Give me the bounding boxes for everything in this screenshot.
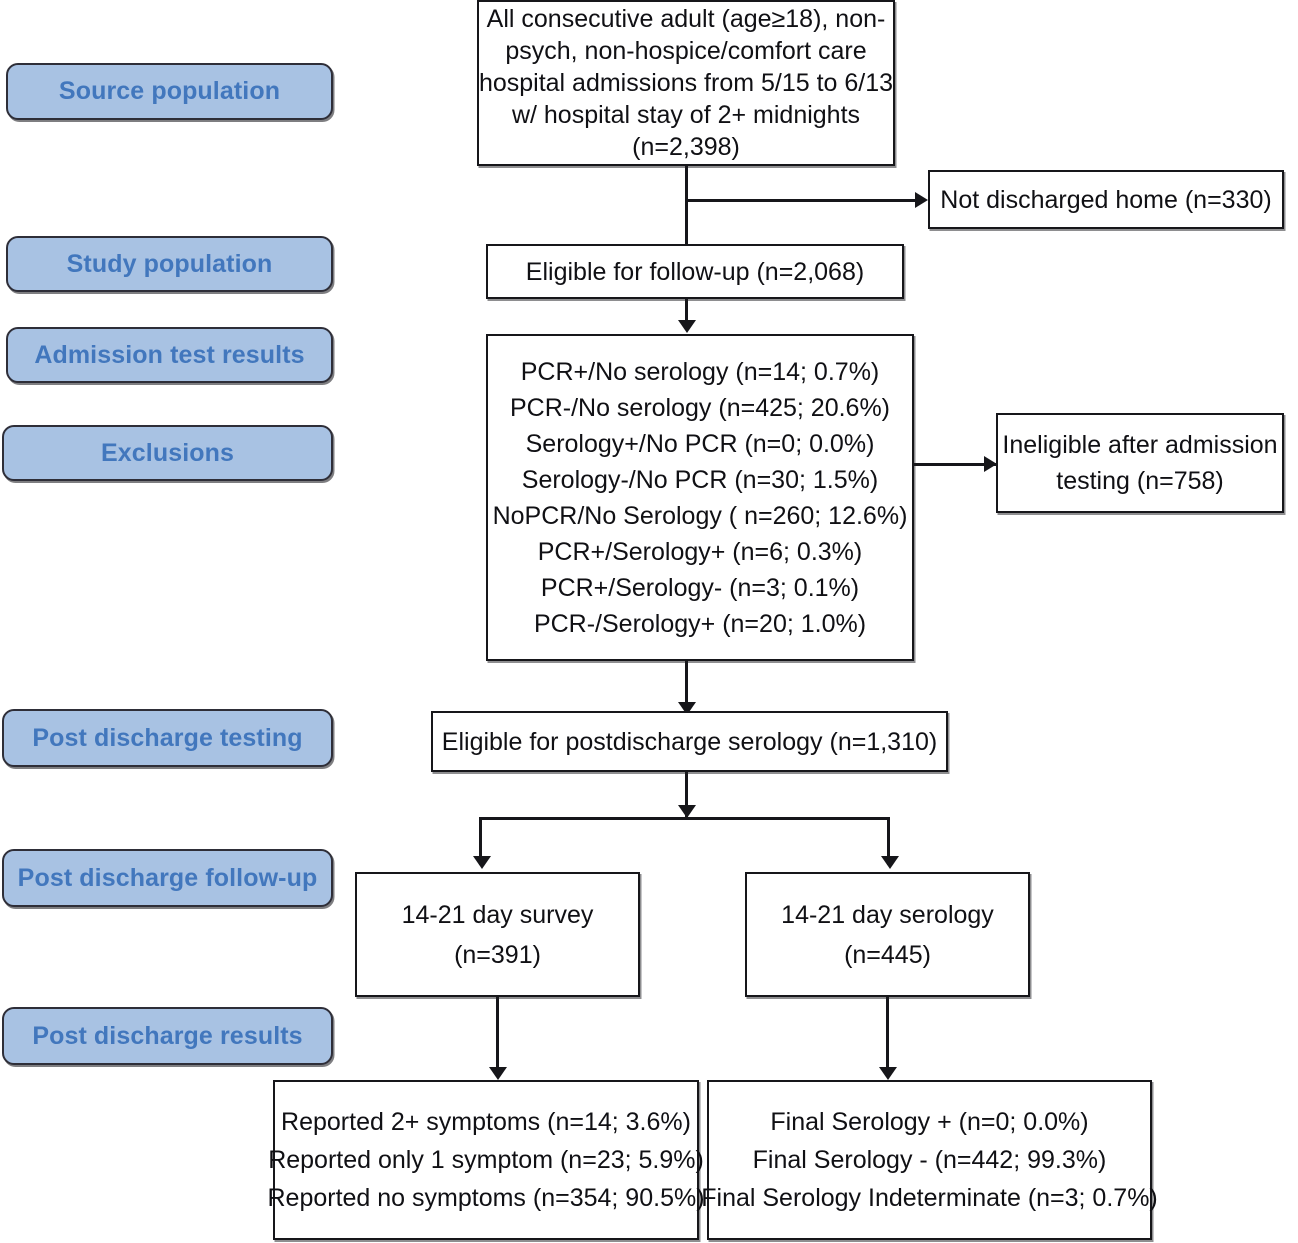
- arrowhead-to-final-serology-results: [879, 1067, 897, 1080]
- stage-label-exclusions: Exclusions: [2, 425, 333, 481]
- arrowhead-to-day-serology: [881, 856, 899, 869]
- node-line: Final Serology Indeterminate (n=3; 0.7%): [701, 1184, 1158, 1212]
- stage-label-text: Exclusions: [101, 438, 234, 467]
- node-line: NoPCR/No Serology ( n=260; 12.6%): [492, 501, 908, 530]
- node-line: Reported no symptoms (n=354; 90.5%): [267, 1184, 705, 1212]
- node-line: 14-21 day serology: [781, 900, 994, 929]
- node-line: Not discharged home (n=330): [940, 185, 1272, 214]
- connector-admission-to-postdischarge: [685, 660, 688, 705]
- stage-label-text: Post discharge follow-up: [17, 863, 318, 892]
- connector-source-to-not-discharged: [685, 199, 917, 202]
- node-not-discharged-home: Not discharged home (n=330): [928, 170, 1284, 229]
- node-line: (n=2,398): [632, 133, 740, 161]
- node-eligible-for-followup: Eligible for follow-up (n=2,068): [486, 244, 904, 299]
- node-line: Serology-/No PCR (n=30; 1.5%): [521, 465, 879, 494]
- node-admission-test-results: PCR+/No serology (n=14; 0.7%) PCR-/No se…: [486, 334, 914, 661]
- node-14-21-day-survey: 14-21 day survey (n=391): [355, 872, 640, 997]
- stage-label-text: Study population: [66, 249, 273, 278]
- connector-admission-to-ineligible: [913, 463, 998, 466]
- node-line: Reported 2+ symptoms (n=14; 3.6%): [281, 1108, 691, 1136]
- node-line: PCR+/Serology- (n=3; 0.1%): [540, 573, 860, 602]
- connector-split-left-leg: [479, 817, 482, 865]
- node-line: w/ hospital stay of 2+ midnights: [511, 101, 861, 129]
- node-line: Reported only 1 symptom (n=23; 5.9%): [268, 1146, 704, 1174]
- node-line: (n=445): [844, 940, 931, 969]
- node-line: Serology+/No PCR (n=0; 0.0%): [525, 429, 875, 458]
- node-final-serology-results: Final Serology + (n=0; 0.0%) Final Serol…: [701, 1080, 1158, 1240]
- node-source-population: All consecutive adult (age≥18), non- psy…: [477, 0, 895, 166]
- node-line: PCR+/Serology+ (n=6; 0.3%): [537, 537, 863, 566]
- node-line: (n=391): [454, 940, 541, 969]
- connector-split-right-leg: [887, 817, 890, 865]
- connector-serology-to-final: [886, 997, 889, 1069]
- stage-label-post-discharge-testing: Post discharge testing: [2, 709, 333, 767]
- stage-label-text: Post discharge results: [32, 1021, 303, 1050]
- node-line: Eligible for postdischarge serology (n=1…: [441, 727, 938, 756]
- connector-split-bus: [479, 817, 890, 820]
- node-ineligible-after-admission-testing: Ineligible after admission testing (n=75…: [996, 413, 1284, 513]
- stage-label-study-population: Study population: [6, 236, 333, 292]
- node-line: All consecutive adult (age≥18), non-: [486, 5, 886, 33]
- node-line: Final Serology - (n=442; 99.3%): [752, 1146, 1107, 1174]
- stage-label-text: Post discharge testing: [32, 723, 303, 752]
- connector-postdischarge-stem: [685, 772, 688, 818]
- arrowhead-to-admission-results: [678, 320, 696, 333]
- arrowhead-to-ineligible: [984, 456, 997, 472]
- node-14-21-day-serology: 14-21 day serology (n=445): [745, 872, 1030, 997]
- node-line: testing (n=758): [1056, 467, 1224, 495]
- node-eligible-for-postdischarge-serology: Eligible for postdischarge serology (n=1…: [431, 711, 948, 772]
- node-line: 14-21 day survey: [401, 900, 594, 929]
- node-symptom-results: Reported 2+ symptoms (n=14; 3.6%) Report…: [267, 1080, 705, 1240]
- node-line: Ineligible after admission: [1002, 431, 1278, 459]
- connector-survey-to-symptoms: [496, 997, 499, 1069]
- node-line: PCR-/No serology (n=425; 20.6%): [509, 393, 891, 422]
- arrowhead-postdischarge-split: [678, 805, 696, 818]
- connector-eligible-to-admission-results: [685, 295, 688, 322]
- node-line: hospital admissions from 5/15 to 6/13: [478, 69, 894, 97]
- node-line: psych, non-hospice/comfort care: [505, 37, 867, 65]
- stage-label-text: Source population: [58, 77, 281, 105]
- node-line: PCR+/No serology (n=14; 0.7%): [520, 357, 880, 386]
- arrowhead-to-symptom-results: [489, 1067, 507, 1080]
- stage-label-post-discharge-follow-up: Post discharge follow-up: [2, 849, 333, 907]
- stage-label-post-discharge-results: Post discharge results: [2, 1007, 333, 1065]
- node-line: PCR-/Serology+ (n=20; 1.0%): [533, 609, 867, 638]
- node-line: Final Serology + (n=0; 0.0%): [770, 1108, 1089, 1136]
- arrowhead-to-not-discharged: [915, 192, 928, 208]
- stage-label-text: Admission test results: [34, 340, 305, 369]
- stage-label-admission-test-results: Admission test results: [6, 327, 333, 383]
- connector-source-to-eligible: [685, 164, 688, 247]
- arrowhead-to-day-survey: [473, 856, 491, 869]
- node-line: Eligible for follow-up (n=2,068): [525, 257, 865, 286]
- stage-label-source-population: Source population: [6, 63, 333, 120]
